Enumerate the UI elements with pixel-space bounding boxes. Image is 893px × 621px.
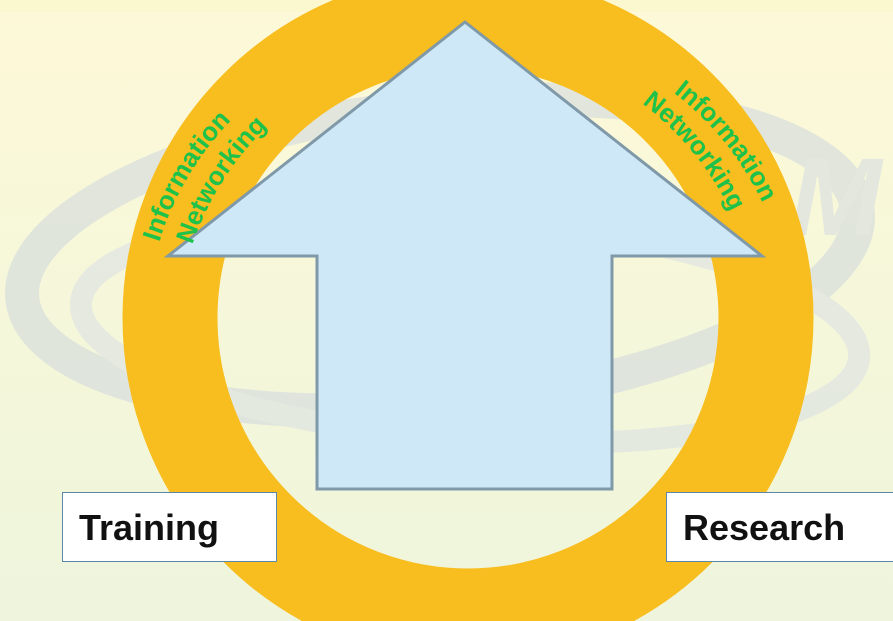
watermark-letter: M bbox=[790, 136, 884, 259]
training-box: Training bbox=[62, 492, 277, 562]
center-up-arrow bbox=[163, 20, 767, 491]
training-label: Training bbox=[79, 507, 220, 548]
research-label: Research bbox=[683, 507, 846, 548]
research-box: Research bbox=[666, 492, 893, 562]
cycle-ring bbox=[122, 0, 814, 621]
